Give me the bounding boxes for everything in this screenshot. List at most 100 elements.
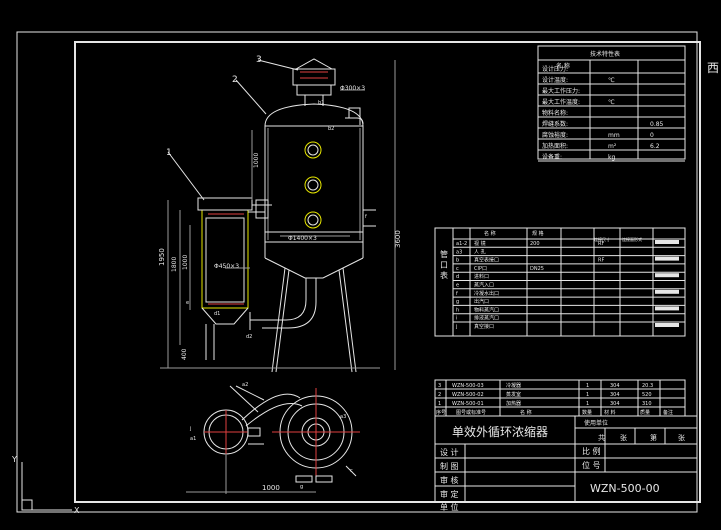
bom-row-weight: 20.3 (642, 383, 653, 389)
nozzle-row-redaction (655, 256, 679, 261)
header-cell-3: 第 (650, 433, 657, 442)
nozzle-mark-c: c (350, 468, 353, 474)
tech-row-unit: ℃ (608, 99, 615, 106)
bom-row-qty: 1 (586, 383, 589, 389)
nozzle-row-name: 物料蒸汽口 (474, 306, 499, 313)
bom-row-code: WZN-500-03 (452, 383, 484, 389)
ucs-x-label: X (74, 506, 80, 515)
nozzle-row-name: 蒸汽入口 (474, 282, 494, 289)
sig-drawn: 制 图 (440, 461, 459, 471)
nozzle-row-name: 进料口 (474, 273, 489, 280)
tech-row-name: 设计温度: (542, 76, 568, 84)
nozzle-row-redaction (655, 273, 679, 278)
tech-row-value: 6.2 (650, 143, 660, 150)
tech-row-name: 最大工作压力: (542, 87, 580, 95)
nozzle-table-side-label: 管 口 表 (440, 249, 449, 280)
nozzle-row-name: 人 孔 (474, 248, 486, 255)
nozzle-mark-b2: b2 (328, 126, 334, 132)
nozzle-row-id: a1-2 (456, 241, 467, 247)
dim-level3: 1000 (182, 255, 189, 270)
header-cell-1: 共 (598, 433, 605, 442)
header-cell-2: 张 (620, 433, 627, 442)
nozzle-row-name: 真空表接口 (474, 257, 499, 264)
position-label: 位 号 (582, 460, 601, 470)
bom-row-no: 2 (438, 392, 441, 398)
nozzle-mark-d1: d1 (214, 311, 220, 317)
nozzle-mark-b1: b1 (318, 100, 324, 106)
nozzle-row-std: RF (598, 241, 604, 247)
nozzle-mark-e: e (186, 300, 189, 306)
bom-row-code: WZN-500-02 (452, 392, 484, 398)
sig-unit: 单 位 (440, 502, 459, 512)
dim-level2: 1800 (171, 257, 178, 272)
tech-row-name: 焊缝系数: (542, 120, 568, 128)
sig-approve: 审 定 (440, 489, 459, 499)
ucs-y-label: Y (11, 455, 17, 464)
dim-shell-dia: Φ1400×3 (288, 235, 317, 242)
nozzle-row-name: 出汽口 (474, 298, 489, 305)
tech-row-unit: mm (608, 132, 620, 139)
nozzle-row-redaction (655, 323, 679, 327)
nozzle-row-name: 真空接口 (474, 323, 494, 330)
drawing-title: 单效外循环浓缩器 (452, 424, 548, 439)
nozzle-row-id: f (456, 291, 458, 297)
bom-row-no: 3 (438, 383, 441, 389)
bom-row-weight: 310 (642, 401, 652, 407)
nozzle-row-name: 冷凝水出口 (474, 290, 499, 297)
ucs-icon: Y X (11, 455, 80, 515)
ratio-label: 比 例 (582, 446, 601, 456)
nozzle-mark-d2: d2 (246, 334, 252, 340)
nozzle-row-id: g (456, 299, 459, 305)
tech-row-name: 腐蚀裕度: (542, 131, 568, 139)
nozzle-table (434, 227, 686, 337)
dim-heater-dia: Φ450×3 (214, 263, 239, 270)
front-view (160, 58, 396, 373)
sheet-outer-border (16, 31, 698, 513)
nozzle-header-name: 名 称 (484, 230, 496, 237)
bom-header-qty: 数量 (582, 409, 592, 416)
nozzle-row-id: h (456, 307, 459, 313)
condenser-body (292, 68, 336, 86)
dim-heater-height: 1950 (158, 248, 166, 266)
nozzle-row-name: 排液蒸汽口 (474, 315, 499, 322)
sig-design: 设 计 (440, 447, 459, 457)
bom-row-material: 304 (610, 383, 620, 389)
nozzle-row-redaction (655, 289, 679, 294)
bom-row-no: 1 (438, 401, 441, 407)
nozzle-row-id: d (456, 274, 459, 280)
dim-level1: 400 (181, 348, 188, 360)
bom-row-name: 冷凝器 (506, 382, 521, 389)
bom-row-material: 304 (610, 392, 620, 398)
bom-row-name: 蒸发室 (506, 391, 521, 398)
part-label-1: 1 (166, 148, 172, 158)
bom-header-weight: 质量 (640, 409, 650, 416)
bom-header-no: 序号 (436, 409, 446, 416)
nozzle-row-spec: DN25 (530, 266, 544, 272)
part-label-3: 3 (256, 55, 262, 65)
tech-row-name: 设备重: (542, 153, 562, 161)
nozzle-row-std: RF (598, 258, 604, 264)
nozzle-mark-f: f (365, 214, 367, 220)
nozzle-row-id: a3 (456, 249, 462, 255)
bom-row-material: 304 (610, 401, 620, 407)
bom-row-weight: 520 (642, 392, 652, 398)
nozzle-row-id: e (456, 283, 459, 289)
owner-label: 使用单位 (584, 419, 608, 427)
tech-row-name: 物料名称: (542, 109, 568, 117)
bom-row-code: WZN-500-01 (452, 401, 484, 407)
top-view (186, 385, 360, 494)
bom-row-qty: 1 (586, 392, 589, 398)
bom-header-remark: 备注 (663, 409, 673, 416)
heater-body (201, 209, 249, 309)
tech-table-title: 技术特性表 (590, 50, 620, 58)
tech-row-unit: kg (608, 154, 615, 161)
nozzle-mark-g: g (300, 484, 303, 490)
nozzle-row-id: i (456, 316, 457, 322)
header-cell-4: 张 (678, 433, 685, 442)
dim-base-width: 1000 (262, 484, 280, 492)
tech-row-name: 设计压力: (542, 65, 568, 73)
tech-table (537, 45, 686, 160)
nozzle-row-id: b (456, 258, 459, 264)
tech-row-value: 0 (650, 132, 654, 139)
